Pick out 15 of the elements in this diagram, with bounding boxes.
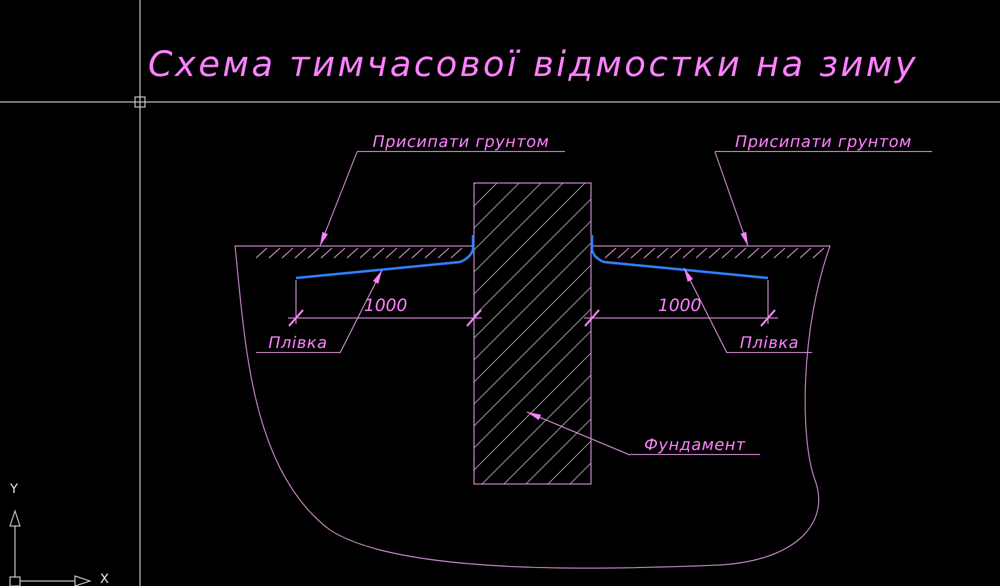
dimension-value: 1000 <box>364 298 408 315</box>
axis-label: X <box>100 573 109 586</box>
leader-line <box>526 412 630 456</box>
leader-line <box>684 268 728 354</box>
diagram-title: Схема тимчасової відмостки на зиму <box>148 44 918 86</box>
callout-text: Присипати грунтом <box>372 132 550 151</box>
callout-text: Фундамент <box>644 434 746 454</box>
leader-line <box>320 152 358 246</box>
callout-text: Присипати грунтом <box>735 132 912 151</box>
dimension-value: 1000 <box>658 298 702 315</box>
axis-label: Y <box>10 483 18 496</box>
callout-text: Плівка <box>268 332 328 352</box>
leader-line <box>714 152 748 246</box>
leader-line <box>340 270 382 354</box>
callout-text: Плівка <box>740 332 800 352</box>
